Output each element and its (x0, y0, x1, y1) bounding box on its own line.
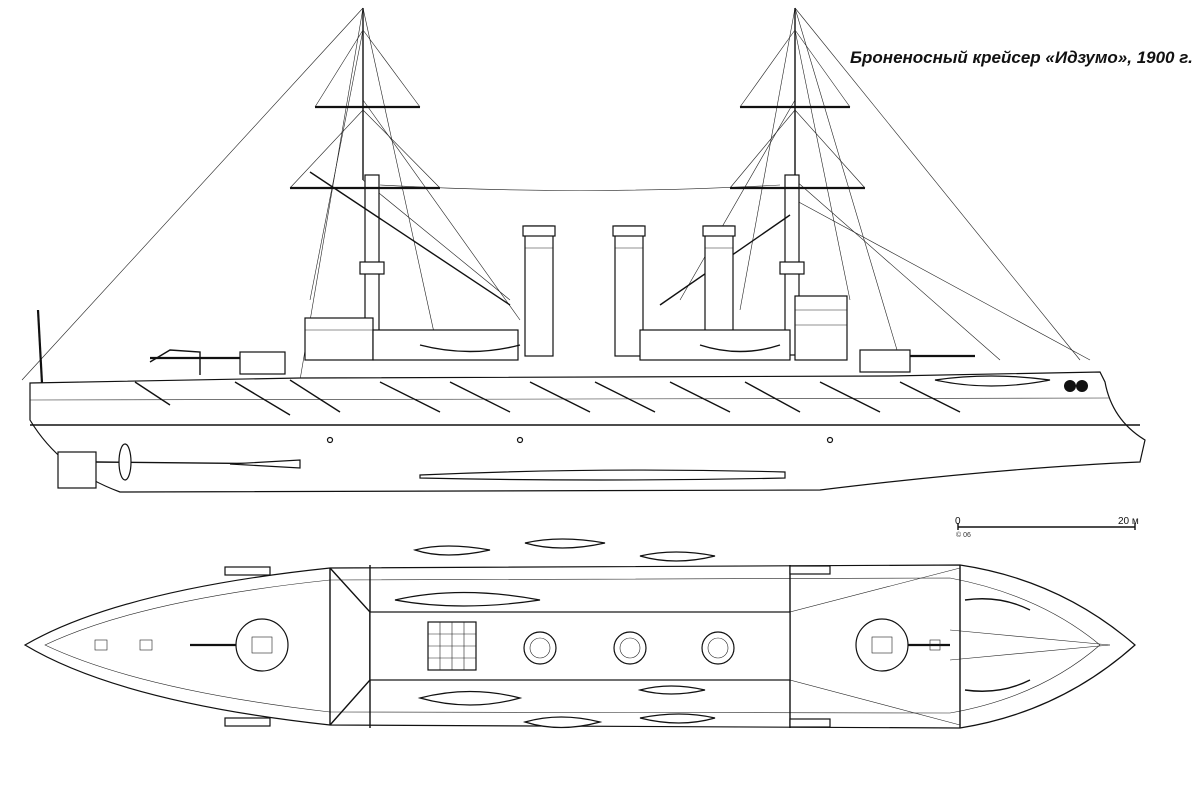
superstructure (149, 295, 975, 375)
rigging (21, 7, 1091, 381)
plan-view (23, 538, 1136, 729)
hull (29, 309, 1146, 493)
scale-start-label: 0 (955, 516, 961, 527)
drawing-title: Броненосный крейсер «Идзумо», 1900 г. (850, 48, 1193, 67)
scale-bar (957, 523, 1136, 530)
side-profile (21, 7, 1146, 493)
rudder-propeller (57, 443, 301, 489)
foremast (289, 8, 511, 356)
scale-end-label: 20 м (1118, 516, 1139, 527)
scale-credit: © 06 (956, 532, 971, 539)
